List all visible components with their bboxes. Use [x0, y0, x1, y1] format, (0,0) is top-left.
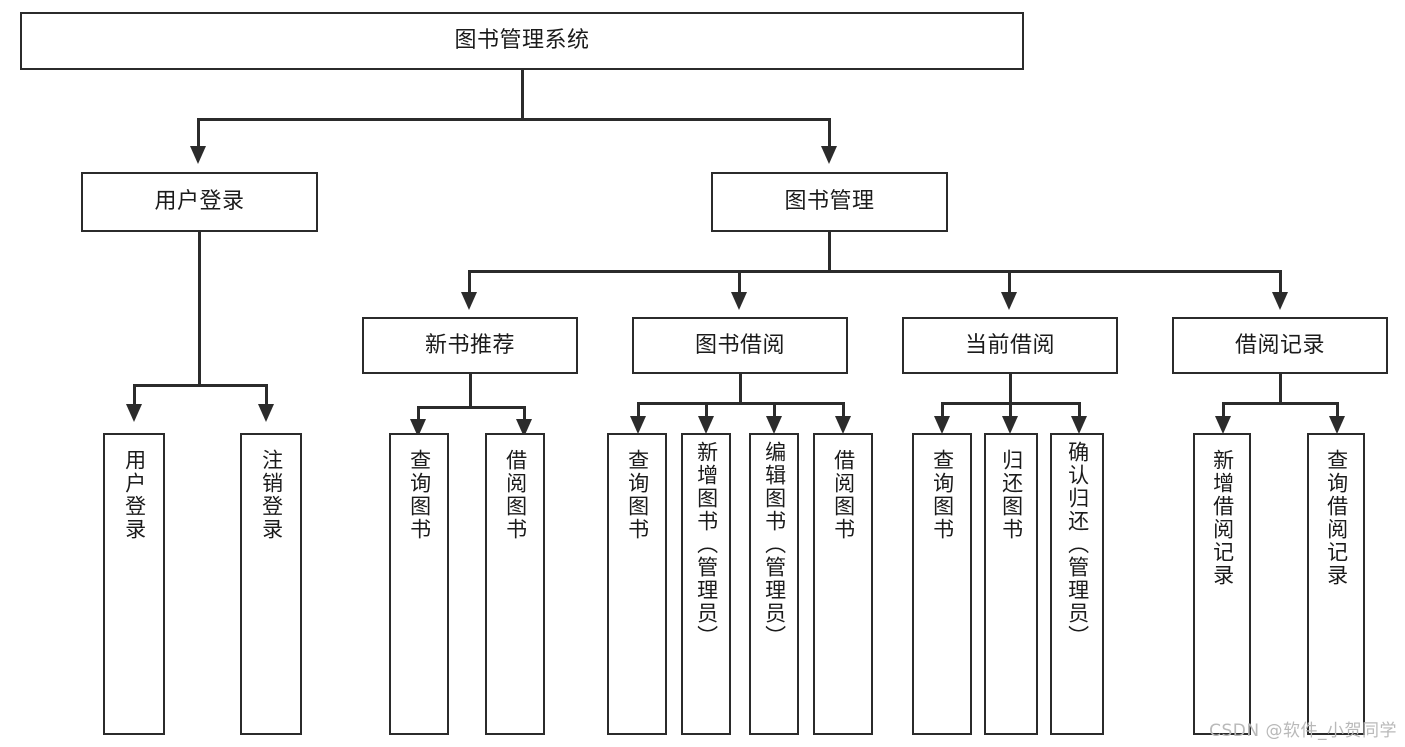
- connector-new-book-stem: [469, 374, 472, 406]
- node-borrow-record-label: 借阅记录: [1234, 332, 1325, 358]
- connector-book-manage-drop-current-borrow: [1008, 270, 1011, 292]
- connector-user-login-rail: [133, 384, 267, 387]
- node-root[interactable]: 图书管理系统: [20, 12, 1024, 70]
- node-book-borrow[interactable]: 图书借阅: [632, 317, 848, 374]
- connector-book-borrow-rail: [637, 402, 845, 405]
- leaf-return-book-label: 归还图书: [999, 449, 1024, 541]
- leaf-query-book-1-label: 查询图书: [407, 449, 432, 541]
- connector-book-borrow-stem: [739, 374, 742, 402]
- connector-root-stem: [521, 70, 524, 118]
- node-user-login[interactable]: 用户登录: [81, 172, 318, 232]
- connector-book-manage-rail: [468, 270, 1282, 273]
- arrow-book-manage-to-book-borrow: [731, 292, 747, 310]
- leaf-query-book-2-label: 查询图书: [625, 449, 650, 541]
- node-book-manage-label: 图书管理: [784, 189, 875, 215]
- leaf-query-record[interactable]: 查询借阅记录: [1307, 433, 1365, 735]
- connector-book-manage-stem: [828, 232, 831, 270]
- connector-new-book-drop-2: [523, 406, 526, 419]
- connector-borrow-record-drop-2: [1336, 402, 1339, 416]
- node-new-book-recommend-label: 新书推荐: [424, 332, 515, 358]
- connector-current-borrow-drop-2: [1009, 402, 1012, 416]
- arrow-book-manage-to-current-borrow: [1001, 292, 1017, 310]
- leaf-query-book-2[interactable]: 查询图书: [607, 433, 667, 735]
- node-book-borrow-label: 图书借阅: [694, 332, 785, 358]
- arrow-book-borrow-to-add-book: [698, 416, 714, 434]
- connector-book-manage-drop-new-book: [468, 270, 471, 292]
- leaf-add-book[interactable]: 新增图书（管理员）: [681, 433, 731, 735]
- leaf-add-record-label: 新增借阅记录: [1210, 449, 1235, 587]
- connector-root-rail: [197, 118, 831, 121]
- arrow-book-borrow-to-query-book: [630, 416, 646, 434]
- arrow-new-book-to-query-book: [410, 419, 426, 437]
- leaf-add-book-label: 新增图书（管理员）: [694, 441, 719, 648]
- connector-book-manage-drop-borrow-record: [1279, 270, 1282, 292]
- leaf-user-logout[interactable]: 注销登录: [240, 433, 302, 735]
- arrow-user-login-to-leaf-user-login: [126, 404, 142, 422]
- arrow-new-book-to-borrow-book: [516, 419, 532, 437]
- leaf-user-login-label: 用户登录: [122, 449, 147, 541]
- connector-root-drop-user-login: [197, 118, 200, 146]
- node-user-login-label: 用户登录: [154, 189, 245, 215]
- node-book-manage[interactable]: 图书管理: [711, 172, 948, 232]
- connector-user-login-drop-1: [133, 384, 136, 404]
- arrow-book-manage-to-new-book-recommend: [461, 292, 477, 310]
- arrow-book-borrow-to-edit-book: [766, 416, 782, 434]
- arrow-current-borrow-to-query-book: [934, 416, 950, 434]
- arrow-root-to-book-manage: [821, 146, 837, 164]
- leaf-query-book-3[interactable]: 查询图书: [912, 433, 972, 735]
- connector-borrow-record-drop-1: [1222, 402, 1225, 416]
- arrow-current-borrow-to-confirm-return: [1071, 416, 1087, 434]
- leaf-borrow-book-2-label: 借阅图书: [831, 449, 856, 541]
- leaf-query-record-label: 查询借阅记录: [1324, 449, 1349, 587]
- leaf-confirm-return-label: 确认归还（管理员）: [1065, 441, 1090, 648]
- leaf-borrow-book-1-label: 借阅图书: [503, 449, 528, 541]
- arrow-book-manage-to-borrow-record: [1272, 292, 1288, 310]
- arrow-current-borrow-to-return-book: [1002, 416, 1018, 434]
- connector-book-borrow-drop-3: [773, 402, 776, 416]
- connector-book-borrow-drop-1: [637, 402, 640, 416]
- leaf-borrow-book-1[interactable]: 借阅图书: [485, 433, 545, 735]
- leaf-borrow-book-2[interactable]: 借阅图书: [813, 433, 873, 735]
- connector-book-borrow-drop-4: [842, 402, 845, 416]
- leaf-return-book[interactable]: 归还图书: [984, 433, 1038, 735]
- arrow-book-borrow-to-borrow-book: [835, 416, 851, 434]
- arrow-borrow-record-to-add-record: [1215, 416, 1231, 434]
- arrow-root-to-user-login: [190, 146, 206, 164]
- leaf-user-logout-label: 注销登录: [259, 449, 284, 541]
- connector-current-borrow-stem: [1009, 374, 1012, 402]
- node-current-borrow-label: 当前借阅: [964, 332, 1055, 358]
- arrow-borrow-record-to-query-record: [1329, 416, 1345, 434]
- leaf-add-record[interactable]: 新增借阅记录: [1193, 433, 1251, 735]
- connector-user-login-stem: [198, 232, 201, 384]
- node-current-borrow[interactable]: 当前借阅: [902, 317, 1118, 374]
- connector-user-login-drop-2: [265, 384, 268, 404]
- leaf-user-login[interactable]: 用户登录: [103, 433, 165, 735]
- connector-book-borrow-drop-2: [705, 402, 708, 416]
- leaf-edit-book-label: 编辑图书（管理员）: [762, 441, 787, 648]
- leaf-query-book-3-label: 查询图书: [930, 449, 955, 541]
- node-root-label: 图书管理系统: [454, 28, 590, 54]
- node-new-book-recommend[interactable]: 新书推荐: [362, 317, 578, 374]
- connector-current-borrow-drop-1: [941, 402, 944, 416]
- connector-new-book-drop-1: [417, 406, 420, 419]
- leaf-confirm-return[interactable]: 确认归还（管理员）: [1050, 433, 1104, 735]
- leaf-query-book-1[interactable]: 查询图书: [389, 433, 449, 735]
- connector-borrow-record-stem: [1279, 374, 1282, 402]
- node-borrow-record[interactable]: 借阅记录: [1172, 317, 1388, 374]
- watermark: CSDN @软件_小贺同学: [1209, 721, 1397, 741]
- connector-root-drop-book-manage: [828, 118, 831, 146]
- connector-borrow-record-rail: [1222, 402, 1339, 405]
- arrow-user-login-to-leaf-user-logout: [258, 404, 274, 422]
- leaf-edit-book[interactable]: 编辑图书（管理员）: [749, 433, 799, 735]
- connector-book-manage-drop-book-borrow: [738, 270, 741, 292]
- connector-current-borrow-drop-3: [1078, 402, 1081, 416]
- connector-new-book-rail: [417, 406, 526, 409]
